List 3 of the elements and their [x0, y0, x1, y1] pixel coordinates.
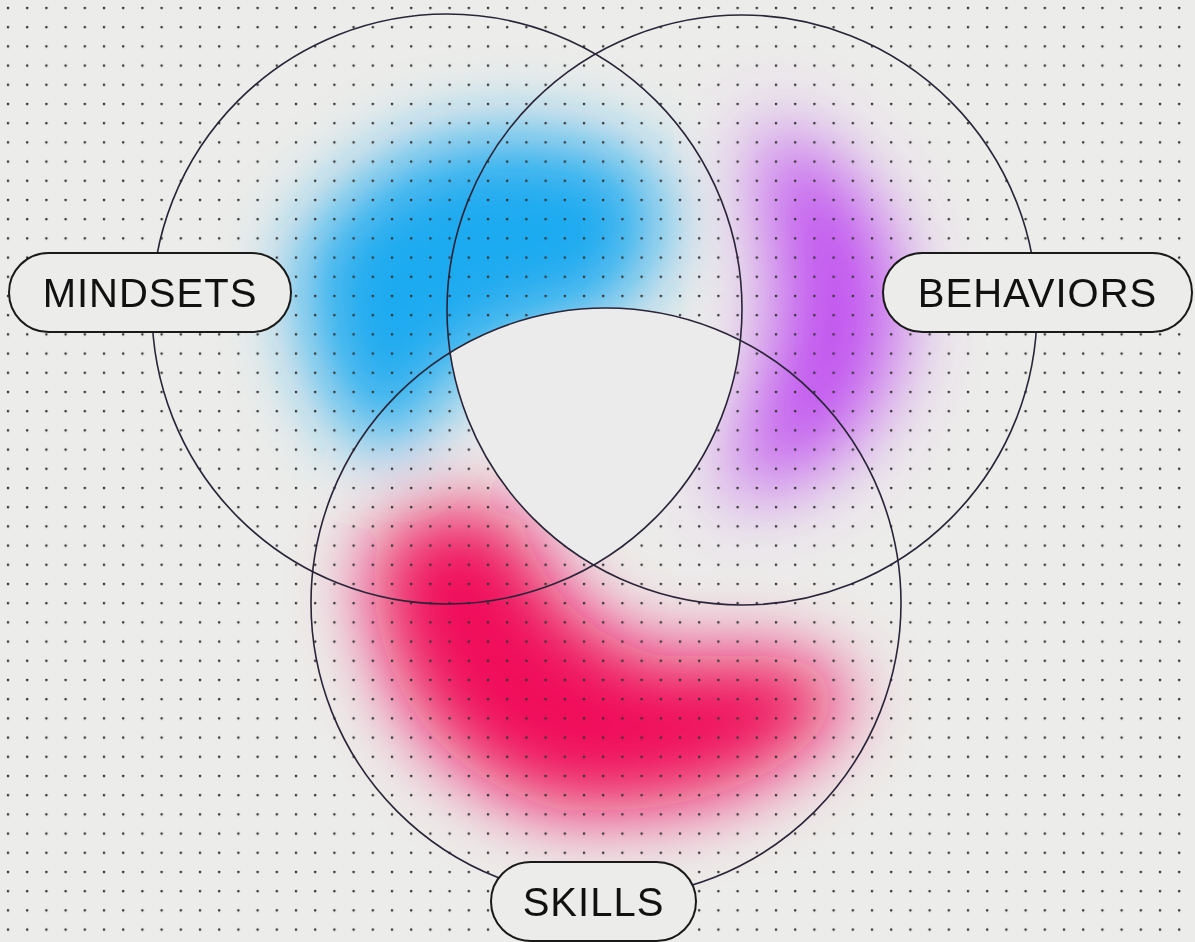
- label-pill: SKILLS: [490, 861, 697, 942]
- label-pill: MINDSETS: [8, 252, 292, 333]
- label-pill: BEHAVIORS: [882, 252, 1193, 333]
